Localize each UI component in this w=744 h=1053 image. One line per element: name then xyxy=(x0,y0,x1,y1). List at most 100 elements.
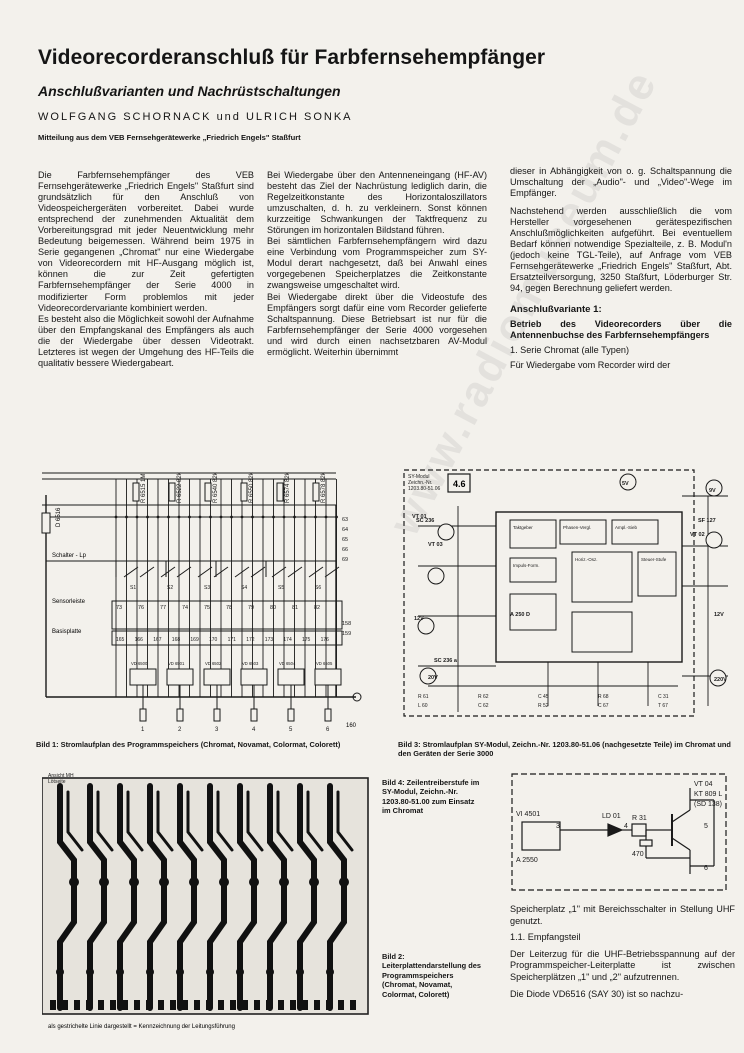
node-label: 80 xyxy=(270,605,276,611)
diode-label: VD 6500 xyxy=(131,661,148,666)
node-label: 77 xyxy=(160,605,166,611)
terminal-circle xyxy=(437,523,455,541)
component-label: R 52 xyxy=(538,703,549,709)
side-label: 158 xyxy=(342,621,351,627)
pcb-pad xyxy=(309,877,319,887)
pcb-contact xyxy=(86,1000,92,1010)
pcb-contact xyxy=(146,1000,152,1010)
component-label: SC 236 a xyxy=(434,658,458,664)
component-label: 5V xyxy=(622,481,629,487)
pcb-pad xyxy=(86,968,94,976)
pcb-pad xyxy=(56,968,64,976)
diode-block xyxy=(240,668,268,686)
diode-label: VD 6505 xyxy=(316,661,333,666)
article-title: Videorecorderanschluß für Farbfernsehemp… xyxy=(38,46,546,69)
component-label: A 2550 xyxy=(516,857,538,864)
resistor xyxy=(132,482,140,502)
switch-contact xyxy=(250,566,266,578)
side-label: 69 xyxy=(342,557,348,563)
switch-label: S5 xyxy=(278,585,284,591)
switch-label: S3 xyxy=(204,585,210,591)
function-block xyxy=(509,557,557,583)
pcb-label: Lötseite xyxy=(48,779,66,785)
resistor-label: R 6574 82k xyxy=(285,471,291,503)
pcb-pad xyxy=(326,968,334,976)
list-item: 1. Serie Chromat (alle Typen) xyxy=(510,344,630,355)
node-label: 166 xyxy=(135,637,144,643)
figure-1-label-sensor: Sensorleiste xyxy=(52,599,86,605)
pcb-contact xyxy=(314,1000,320,1010)
pin-label: 5 xyxy=(289,727,293,733)
junction-dot xyxy=(177,515,181,519)
component-label: 470 xyxy=(632,851,644,858)
node-label: 175 xyxy=(302,637,311,643)
pcb-trace xyxy=(57,783,77,1011)
pcb-pad xyxy=(296,968,304,976)
figure-1-caption: Bild 1: Stromlaufplan des Programmspeich… xyxy=(36,740,341,749)
paragraph: Bei Wiedergabe direkt über die Videostuf… xyxy=(267,291,487,357)
pcb-trace xyxy=(87,783,107,1011)
component-label: R 68 xyxy=(598,694,609,700)
pcb-contact xyxy=(218,1000,224,1010)
junction-dot xyxy=(135,515,139,519)
diode-block xyxy=(203,668,231,686)
node-label: 168 xyxy=(172,637,181,643)
function-block xyxy=(611,519,659,545)
paragraph: Speicherplatz „1" mit Bereichsschalter i… xyxy=(510,904,735,926)
pcb-pad xyxy=(206,968,214,976)
pcb-contact xyxy=(134,1000,140,1010)
node-label: 167 xyxy=(153,637,162,643)
function-block-label: Ampl.-Sieb xyxy=(615,525,638,530)
pcb-contact xyxy=(278,1000,284,1010)
figure-3-box-label: 4.6 xyxy=(453,479,466,489)
pcb-contact xyxy=(242,1000,248,1010)
text-column-3: dieser in Abhängigkeit von o. g. Schalts… xyxy=(510,166,732,371)
junction-dot xyxy=(324,515,328,519)
component-label: VT 03 xyxy=(428,542,443,548)
pcb-contact xyxy=(122,1000,128,1010)
component-label: 20V xyxy=(428,675,438,681)
resistor xyxy=(276,482,284,502)
junction-dot xyxy=(240,515,244,519)
junction-dot xyxy=(272,515,275,519)
junction-dot xyxy=(230,515,233,519)
pcb-trace xyxy=(216,790,234,852)
paragraph: dieser in Abhängigkeit von o. g. Schalts… xyxy=(510,166,732,199)
pcb-pad xyxy=(69,877,79,887)
component-label: (SD 138) xyxy=(694,801,722,808)
pcb-trace xyxy=(96,790,114,852)
component-label: 9V xyxy=(709,488,716,494)
pcb-pad xyxy=(249,877,259,887)
pcb-trace xyxy=(276,790,294,852)
function-block xyxy=(637,551,677,597)
resistor xyxy=(240,482,248,502)
pcb-contact xyxy=(110,1000,116,1010)
module-title-line: 1203.80-51.06 xyxy=(408,486,440,492)
resistor xyxy=(312,482,320,502)
switch-contact xyxy=(160,566,176,578)
switch-label: S6 xyxy=(315,585,321,591)
junction-dot xyxy=(261,515,265,519)
pcb-contact xyxy=(266,1000,272,1010)
diode-label: VD 6501 xyxy=(168,661,185,666)
side-label: 64 xyxy=(342,527,348,533)
paragraph: Die Diode VD6516 (SAY 30) ist so nachzu- xyxy=(510,988,684,999)
function-block xyxy=(571,611,633,653)
component-label: R 62 xyxy=(478,694,489,700)
component-label: C 31 xyxy=(658,694,669,700)
pcb-pad xyxy=(279,877,289,887)
component-label: C 67 xyxy=(598,703,609,709)
junction-dot xyxy=(156,515,160,519)
figure-1-label-switch: Schalter - Lp xyxy=(52,553,87,559)
figure-1-label-basis: Basisplatte xyxy=(52,629,82,635)
component-label: LD 01 xyxy=(602,813,621,820)
diode-label: VD 6504 xyxy=(279,661,296,666)
junction-dot xyxy=(251,515,254,519)
switch-contact xyxy=(197,566,213,578)
node-label: 79 xyxy=(248,605,254,611)
diode-block xyxy=(277,668,305,686)
pcb-pad xyxy=(129,877,139,887)
side-label: 159 xyxy=(342,631,351,637)
